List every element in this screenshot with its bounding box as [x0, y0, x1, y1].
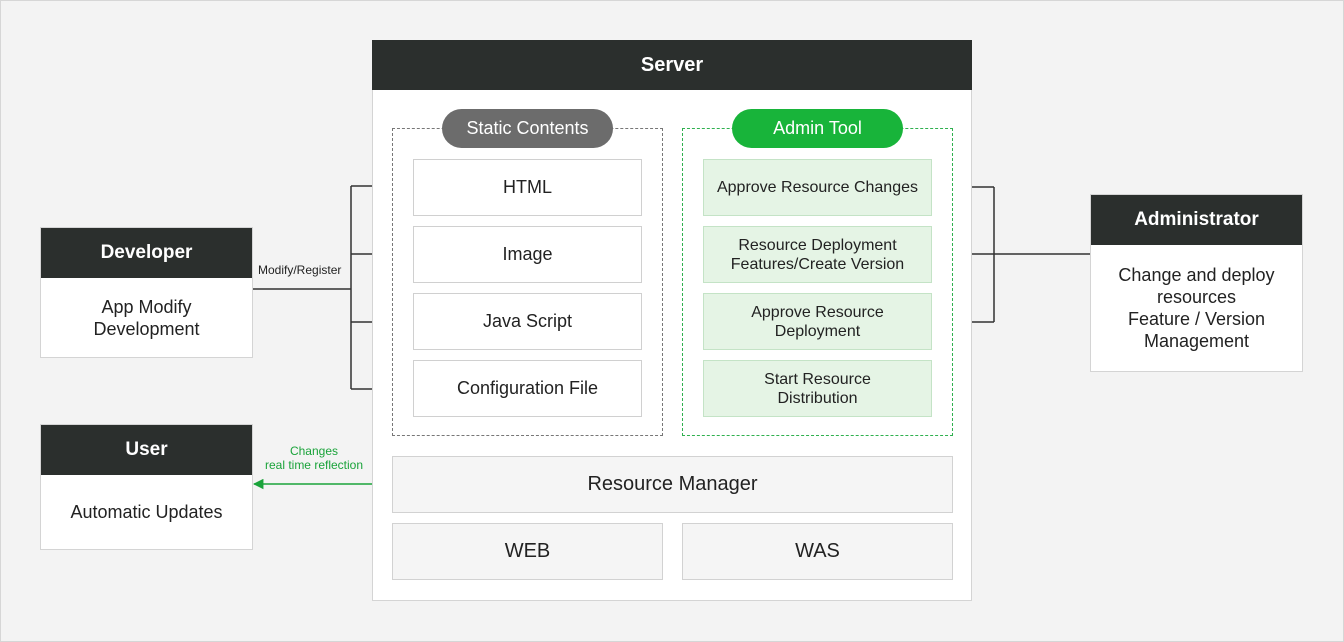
server-title: Server: [372, 40, 972, 90]
static-item-config-file: Configuration File: [413, 360, 642, 417]
user-card: User Automatic Updates: [40, 424, 253, 550]
administrator-card: Administrator Change and deploy resource…: [1090, 194, 1303, 372]
admin-item-start-distribution: Start Resource Distribution: [703, 360, 932, 417]
static-item-image: Image: [413, 226, 642, 283]
web-box: WEB: [392, 523, 663, 580]
developer-title: Developer: [41, 228, 252, 278]
user-description: Automatic Updates: [70, 502, 223, 522]
user-title: User: [41, 425, 252, 475]
changes-reflection-label: Changes real time reflection: [264, 444, 364, 472]
admin-item-create-version: Resource Deployment Features/Create Vers…: [703, 226, 932, 283]
administrator-description: Change and deploy resources Feature / Ve…: [1118, 265, 1275, 351]
developer-card: Developer App Modify Development: [40, 227, 253, 358]
resource-manager-box: Resource Manager: [392, 456, 953, 513]
modify-register-label: Modify/Register: [258, 263, 342, 277]
admin-item-approve-deployment: Approve Resource Deployment: [703, 293, 932, 350]
was-box: WAS: [682, 523, 953, 580]
static-item-javascript: Java Script: [413, 293, 642, 350]
administrator-title: Administrator: [1091, 195, 1302, 245]
static-item-html: HTML: [413, 159, 642, 216]
static-contents-label: Static Contents: [442, 109, 613, 148]
admin-item-approve-changes: Approve Resource Changes: [703, 159, 932, 216]
developer-description: App Modify Development: [93, 296, 200, 339]
admin-tool-label: Admin Tool: [732, 109, 903, 148]
